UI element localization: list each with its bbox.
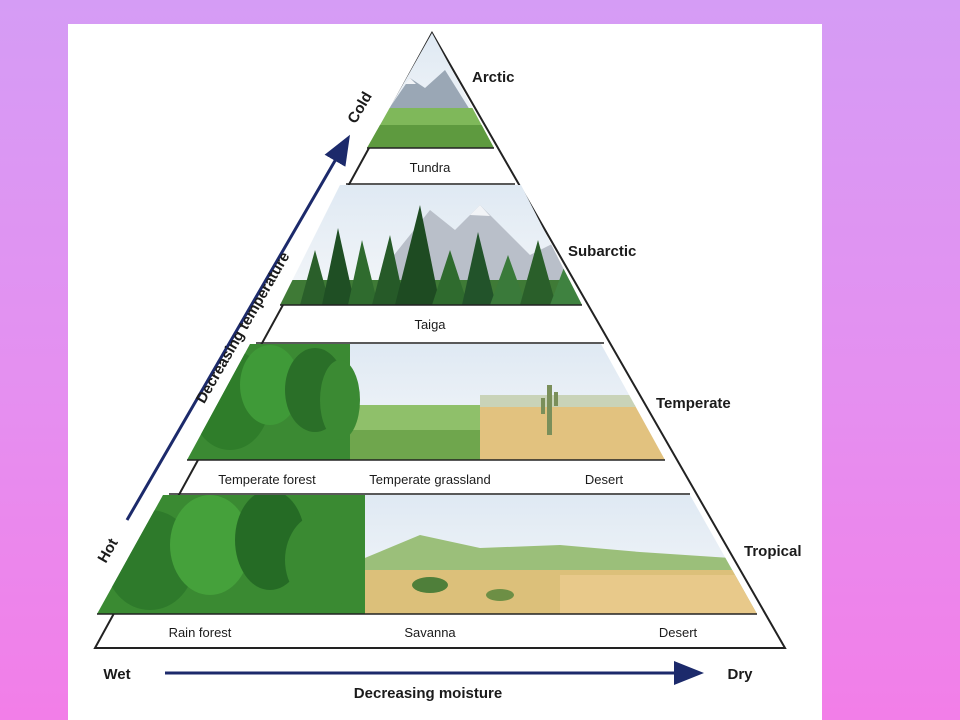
- temperature-axis-cold: Cold: [344, 89, 375, 126]
- moisture-axis-dry: Dry: [727, 666, 753, 683]
- temperature-axis-hot: Hot: [94, 536, 121, 566]
- taiga-scene: [280, 185, 582, 305]
- zone-label-arctic: Arctic: [472, 69, 515, 86]
- biome-label-rain-forest: Rain forest: [169, 625, 232, 640]
- moisture-axis-label: Decreasing moisture: [354, 685, 502, 702]
- zone-label-tropical: Tropical: [744, 543, 802, 560]
- zone-label-temperate: Temperate: [656, 395, 731, 412]
- biome-label-temperate-grassland: Temperate grassland: [369, 472, 490, 487]
- biome-label-tundra: Tundra: [410, 160, 451, 175]
- biome-label-temperate-forest: Temperate forest: [218, 472, 316, 487]
- tundra-scene: [367, 33, 494, 148]
- temperature-arrow: [125, 134, 351, 521]
- biome-label-temperate-desert: Desert: [585, 472, 624, 487]
- biome-label-tropical-desert: Desert: [659, 625, 698, 640]
- biome-label-taiga: Taiga: [414, 317, 446, 332]
- zone-label-subarctic: Subarctic: [568, 243, 636, 260]
- temperate-scene: [187, 344, 665, 460]
- moisture-axis-wet: Wet: [103, 666, 130, 683]
- tropical-scene: [97, 495, 757, 614]
- biome-label-savanna: Savanna: [404, 625, 456, 640]
